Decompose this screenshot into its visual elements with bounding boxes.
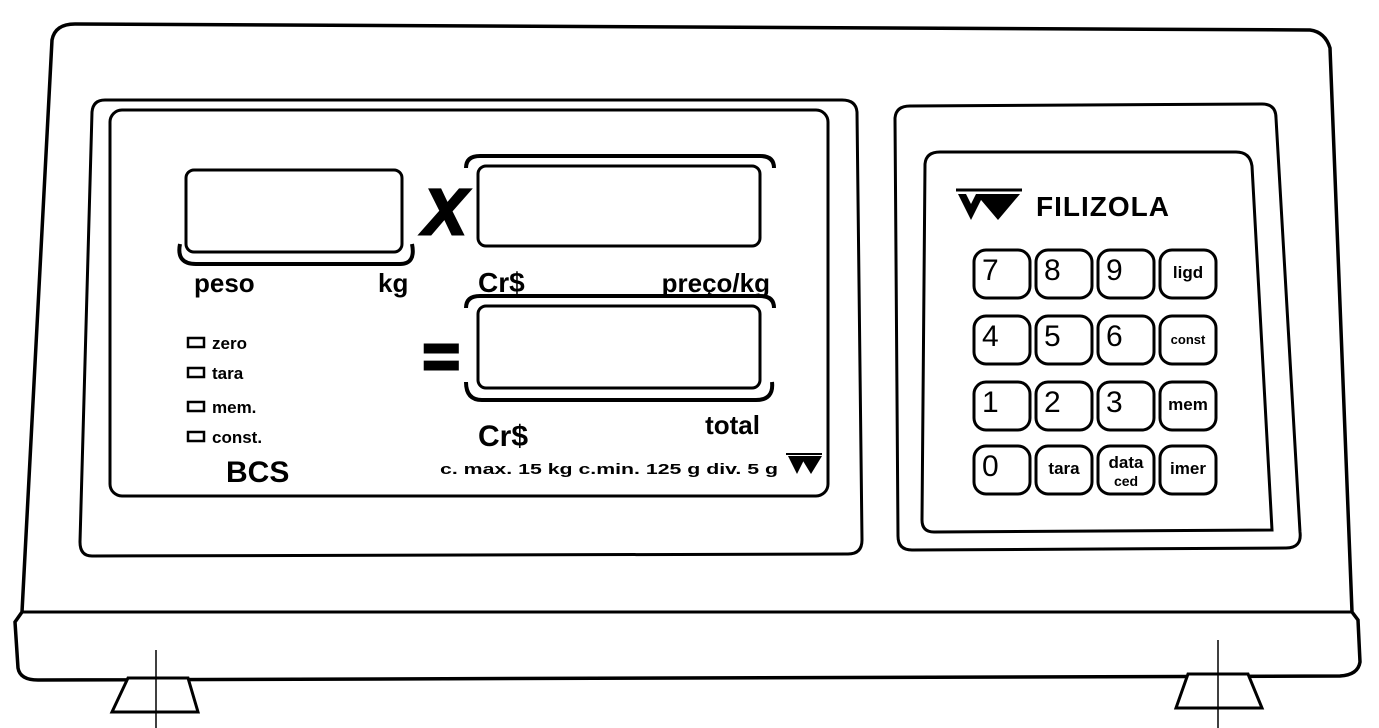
key-cap[interactable] <box>1096 314 1156 366</box>
weight-unit: kg <box>378 268 408 298</box>
key-cap[interactable] <box>1034 380 1094 432</box>
key-cap[interactable] <box>1158 380 1218 432</box>
key-label: 6 <box>1106 320 1123 353</box>
key-label: 3 <box>1106 386 1123 419</box>
key-label: data <box>1109 453 1145 472</box>
key-4[interactable]: 4 <box>972 314 1032 366</box>
key-label: 5 <box>1044 320 1061 353</box>
key-ligd[interactable]: ligd <box>1158 248 1218 300</box>
key-cap[interactable] <box>1096 248 1156 300</box>
key-7[interactable]: 7 <box>972 248 1032 300</box>
key-label: tara <box>1048 459 1080 478</box>
key-sublabel: ced <box>1114 473 1138 489</box>
key-cap[interactable] <box>1096 380 1156 432</box>
indicator-label: mem. <box>212 398 256 417</box>
key-label: ligd <box>1173 263 1203 282</box>
key-cap[interactable] <box>972 314 1032 366</box>
key-3[interactable]: 3 <box>1096 380 1156 432</box>
equals-sign: = <box>421 320 458 392</box>
spec-logo-icon <box>786 453 822 474</box>
key-cap[interactable] <box>972 444 1032 496</box>
indicator-const: const. <box>186 428 262 447</box>
key-cap[interactable] <box>1034 314 1094 366</box>
key-label: 0 <box>982 450 999 483</box>
key-cap[interactable] <box>1034 444 1094 496</box>
total-label: total <box>705 410 760 440</box>
weight-label: peso <box>194 268 255 298</box>
key-label: 7 <box>982 254 999 287</box>
total-display <box>464 294 776 402</box>
key-label: 1 <box>982 386 999 419</box>
key-2[interactable]: 2 <box>1034 380 1094 432</box>
key-label: const <box>1171 332 1206 347</box>
price-currency: Cr$ <box>478 267 525 298</box>
key-const[interactable]: const <box>1158 314 1218 366</box>
total-currency: Cr$ <box>478 420 528 453</box>
key-0[interactable]: 0 <box>972 444 1032 496</box>
key-8[interactable]: 8 <box>1034 248 1094 300</box>
key-label: imer <box>1170 459 1206 478</box>
key-mem[interactable]: mem <box>1158 380 1218 432</box>
key-5[interactable]: 5 <box>1034 314 1094 366</box>
price-display <box>464 154 776 248</box>
key-cap[interactable] <box>1096 444 1156 496</box>
key-label: mem <box>1168 395 1208 414</box>
key-label: 9 <box>1106 254 1123 287</box>
key-label: 2 <box>1044 386 1061 419</box>
right-foot <box>1173 640 1265 728</box>
left-foot <box>109 650 201 728</box>
weight-display <box>177 168 415 266</box>
key-cap[interactable] <box>972 248 1032 300</box>
model-name: BCS <box>226 456 289 489</box>
multiply-sign: X <box>421 176 470 248</box>
key-cap[interactable] <box>1034 248 1094 300</box>
indicator-label: zero <box>212 334 247 353</box>
key-6[interactable]: 6 <box>1096 314 1156 366</box>
key-label: 8 <box>1044 254 1061 287</box>
key-tara[interactable]: tara <box>1034 444 1094 496</box>
key-label: 4 <box>982 320 999 353</box>
key-9[interactable]: 9 <box>1096 248 1156 300</box>
indicator-label: const. <box>212 428 262 447</box>
price-label: preço/kg <box>662 268 770 298</box>
brand-name: FILIZOLA <box>1036 191 1170 222</box>
key-imer[interactable]: imer <box>1158 444 1218 496</box>
indicator-tara: tara <box>186 364 244 383</box>
indicator-zero: zero <box>186 334 247 353</box>
key-cap[interactable] <box>1158 314 1218 366</box>
key-1[interactable]: 1 <box>972 380 1032 432</box>
spec-text: c. max. 15 kg c.min. 125 g div. 5 g <box>440 461 778 478</box>
key-cap[interactable] <box>1158 444 1218 496</box>
filizola-logo-icon <box>956 188 1022 220</box>
key-cap[interactable] <box>972 380 1032 432</box>
key-cap[interactable] <box>1158 248 1218 300</box>
indicator-label: tara <box>212 364 244 383</box>
indicator-mem: mem. <box>186 398 256 417</box>
